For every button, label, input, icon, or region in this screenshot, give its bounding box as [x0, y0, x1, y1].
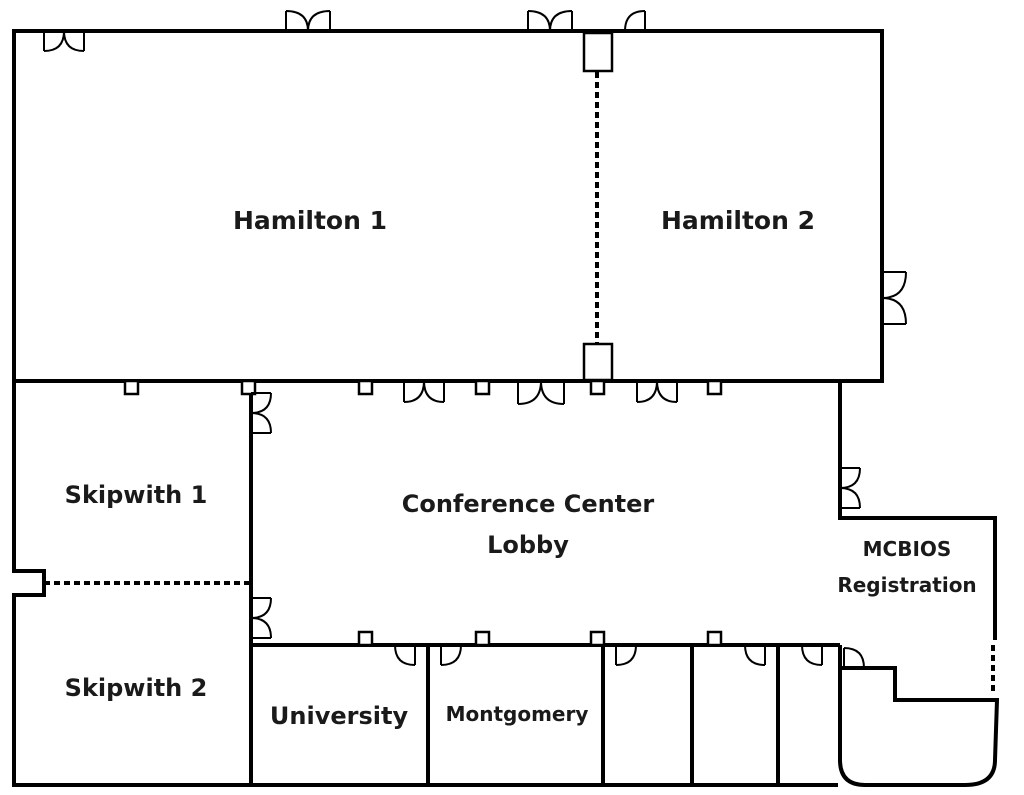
door-symbol: [285, 10, 331, 32]
door-symbol: [250, 597, 272, 639]
room-labels: Hamilton 1 Hamilton 2 Skipwith 1 Skipwit…: [65, 206, 977, 730]
room-label-lobby-line-1: Conference Center: [402, 490, 655, 518]
lower-walls: [12, 381, 1000, 787]
door-symbol: [744, 644, 766, 666]
door-symbol: [394, 644, 416, 666]
door-swings: [43, 10, 907, 669]
room-label-university: University: [270, 702, 409, 730]
wall-posts: [123, 379, 723, 647]
door-symbol: [624, 10, 646, 32]
room-label-hamilton-1: Hamilton 1: [233, 206, 387, 235]
room-label-registration-line-2: Registration: [837, 573, 976, 597]
door-symbol: [517, 380, 565, 405]
door-symbol: [43, 30, 85, 52]
room-label-montgomery: Montgomery: [446, 702, 589, 726]
room-label-lobby-line-2: Lobby: [487, 531, 569, 559]
door-symbol: [527, 10, 573, 32]
door-symbol: [636, 380, 678, 403]
room-label-skipwith-1: Skipwith 1: [65, 481, 208, 509]
door-symbol: [843, 647, 865, 669]
door-symbol: [250, 392, 272, 434]
door-symbol: [440, 644, 462, 666]
door-symbol: [801, 644, 823, 666]
room-label-hamilton-2: Hamilton 2: [661, 206, 815, 235]
room-label-skipwith-2: Skipwith 2: [65, 674, 208, 702]
door-symbol: [839, 467, 861, 509]
door-symbol: [881, 271, 907, 325]
door-symbol: [403, 380, 445, 403]
door-symbol: [615, 644, 637, 666]
room-label-registration-line-1: MCBIOS: [863, 537, 952, 561]
